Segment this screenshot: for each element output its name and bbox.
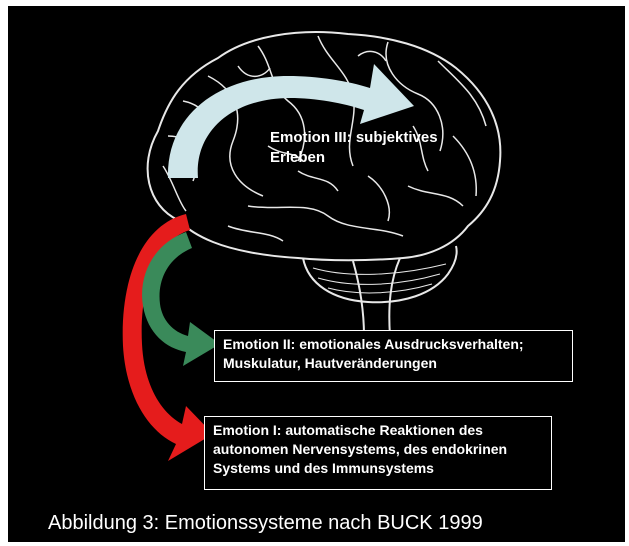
label-emotion-3: Emotion III: subjektives Erleben	[270, 128, 438, 168]
box-emotion-1-line-1: Emotion I: automatische Reaktionen des	[213, 421, 543, 440]
box-emotion-1-line-2: autonomen Nervensystems, des endokrinen	[213, 440, 543, 459]
box-emotion-1: Emotion I: automatische Reaktionen des a…	[204, 416, 552, 490]
brain-cerebellum-folds	[313, 264, 446, 293]
box-emotion-2-line-2: Muskulatur, Hautveränderungen	[223, 354, 564, 373]
box-emotion-2-line-1: Emotion II: emotionales Ausdrucksverhalt…	[223, 335, 564, 354]
label-emotion-3-line-1: Emotion III: subjektives	[270, 128, 438, 148]
box-emotion-1-line-3: Systems und des Immunsystems	[213, 459, 543, 478]
figure-caption: Abbildung 3: Emotionssysteme nach BUCK 1…	[48, 511, 483, 535]
label-emotion-3-line-2: Erleben	[270, 148, 438, 168]
diagram-canvas: Emotion III: subjektives Erleben Emotion…	[8, 6, 625, 542]
box-emotion-2: Emotion II: emotionales Ausdrucksverhalt…	[214, 330, 573, 382]
brain-stem-outline	[353, 258, 400, 336]
brain-illustration	[148, 32, 501, 336]
